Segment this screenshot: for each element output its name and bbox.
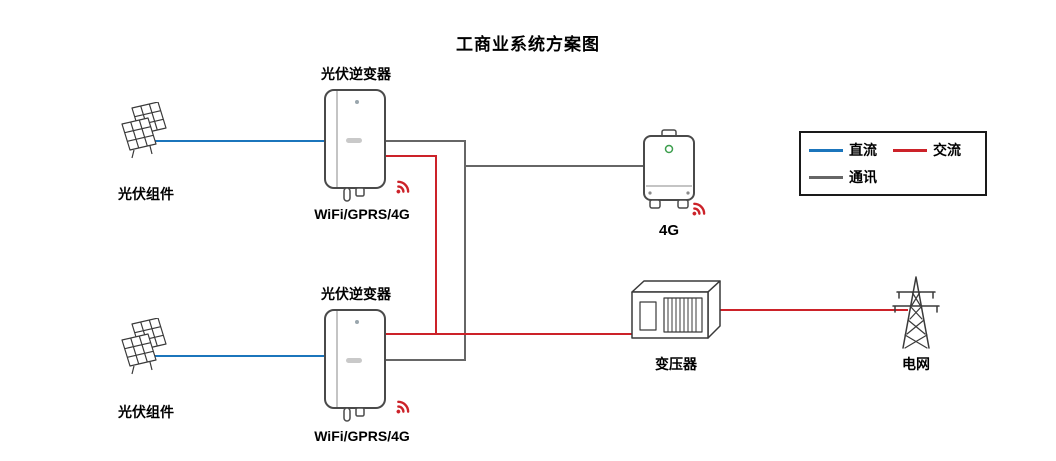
dc-legend-label: 直流 (849, 142, 877, 158)
transformer-icon (631, 280, 721, 339)
diagram-title: 工商业系统方案图 (456, 35, 600, 54)
legend-row-2: 通讯 (809, 167, 977, 187)
inverter-top-label: 光伏逆变器 (321, 66, 391, 82)
pv-array-top-icon (121, 102, 167, 159)
power-grid-label: 电网 (902, 356, 930, 372)
ac-line-swatch (893, 148, 927, 152)
inverter-top-icon (324, 89, 386, 202)
inverter-top-comm-label: WiFi/GPRS/4G (314, 206, 410, 222)
legend-item-comm: 通讯 (809, 167, 895, 187)
legend-item-dc: 直流 (809, 140, 893, 160)
wifi-signal-icon-top (396, 180, 410, 194)
datalogger-4g-icon (643, 129, 695, 209)
pv-array-top-label: 光伏组件 (118, 186, 174, 202)
comm-line-swatch (809, 175, 843, 179)
pv-array-bottom-label: 光伏组件 (118, 404, 174, 420)
comm-legend-label: 通讯 (849, 169, 877, 185)
legend-item-ac: 交流 (893, 140, 977, 160)
legend-row-1: 直流 交流 (809, 140, 977, 160)
comm-line-inverters (380, 140, 466, 361)
datalogger-4g-label: 4G (658, 222, 679, 239)
power-grid-tower-icon (892, 276, 940, 349)
inverter-bottom-label: 光伏逆变器 (321, 286, 391, 302)
pv-array-bottom-icon (121, 318, 167, 375)
inverter-bottom-comm-label: WiFi/GPRS/4G (314, 428, 410, 444)
ac-line-inverter-top (380, 155, 437, 334)
wifi-signal-icon-logger (692, 202, 706, 216)
dc-line-swatch (809, 148, 843, 152)
legend: 直流 交流 通讯 (799, 131, 987, 196)
transformer-label: 变压器 (655, 356, 697, 372)
wifi-signal-icon-bottom (396, 400, 410, 414)
ac-legend-label: 交流 (933, 142, 961, 158)
inverter-bottom-icon (324, 309, 386, 422)
